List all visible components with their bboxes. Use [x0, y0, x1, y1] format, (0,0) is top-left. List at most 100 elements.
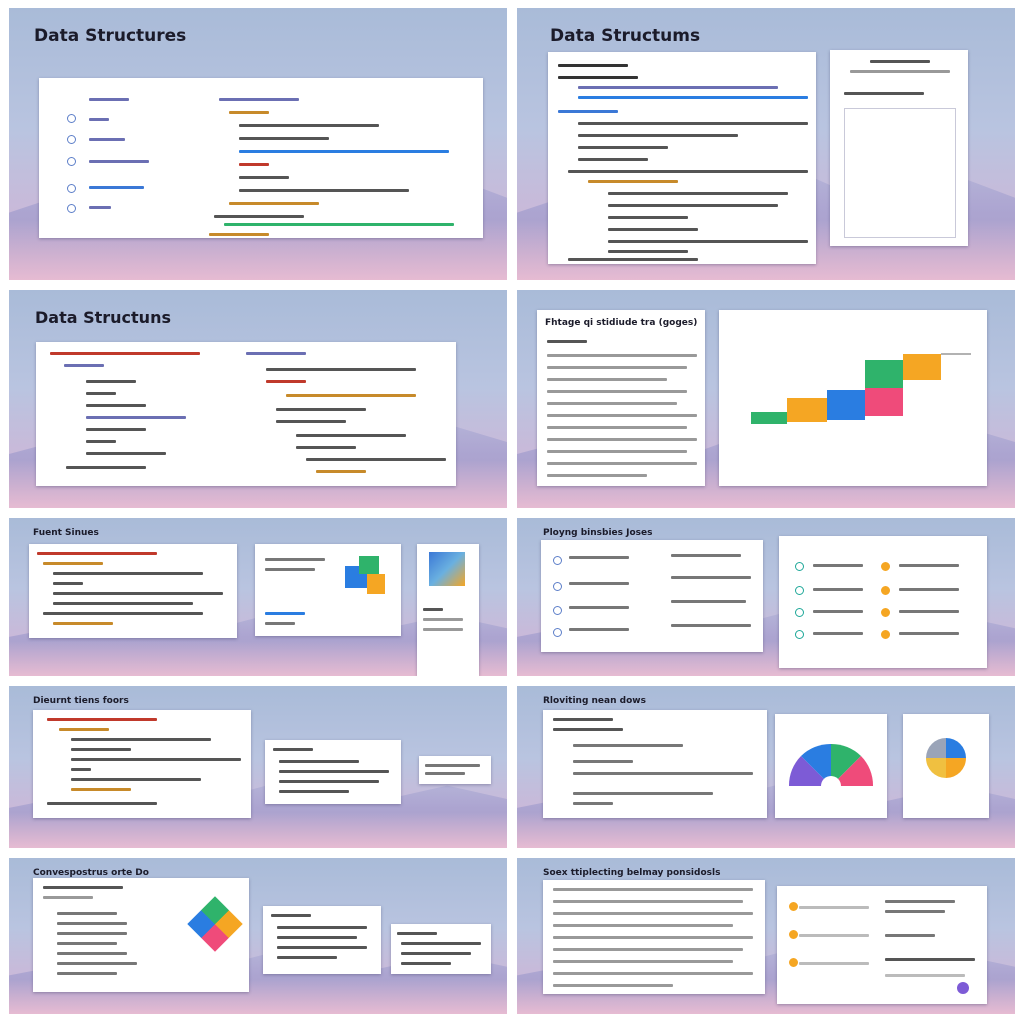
- text-line: [547, 340, 587, 343]
- code-line: [568, 170, 808, 173]
- slide-1[interactable]: Data Structures: [9, 8, 507, 280]
- circle-icon: [789, 902, 798, 911]
- list-panel: [33, 878, 249, 992]
- code-line: [397, 932, 437, 935]
- pie-chart: [926, 738, 966, 778]
- slide-8[interactable]: Rloviting nean dows: [517, 686, 1015, 848]
- slide-5[interactable]: Fuent Sinues: [9, 518, 507, 676]
- text-line: [899, 588, 959, 591]
- circle-icon: [553, 628, 562, 637]
- text-line: [553, 924, 733, 927]
- code-line: [71, 748, 131, 751]
- code-line: [276, 408, 366, 411]
- code-line: [608, 228, 698, 231]
- code-line: [239, 176, 289, 179]
- code-line: [71, 788, 131, 791]
- code-line: [279, 780, 379, 783]
- circle-icon: [881, 630, 890, 639]
- code-line: [286, 394, 416, 397]
- code-line: [266, 368, 416, 371]
- code-line: [588, 180, 678, 183]
- circle-icon: [553, 582, 562, 591]
- text-line: [547, 450, 687, 453]
- text-line: [265, 622, 295, 625]
- slide-title: Fuent Sinues: [33, 528, 99, 538]
- text-line: [553, 718, 613, 721]
- circle-icon: [67, 184, 76, 193]
- slide-2[interactable]: Data Structums: [517, 8, 1015, 280]
- chart-slice: [831, 756, 874, 786]
- code-line: [86, 440, 116, 443]
- text-line: [813, 564, 863, 567]
- chart-slice: [801, 743, 831, 786]
- text-line: [57, 962, 137, 965]
- heading-line: [850, 70, 950, 73]
- text-panel: Fhtage qi stidiude tra (goges): [537, 310, 705, 486]
- text-line: [553, 972, 753, 975]
- code-line: [608, 204, 778, 207]
- slide-9[interactable]: Convespostrus orte Do: [9, 858, 507, 1014]
- slide-6[interactable]: Ployng binsbies Joses: [517, 518, 1015, 676]
- text-line: [885, 900, 955, 903]
- text-line: [553, 888, 753, 891]
- kite-icon: [187, 896, 243, 952]
- slide-4[interactable]: Fhtage qi stidiude tra (goges): [517, 290, 1015, 508]
- code-line: [53, 572, 203, 575]
- code-line: [239, 150, 449, 153]
- code-panel: [548, 52, 816, 264]
- circle-icon: [553, 606, 562, 615]
- text-line: [671, 576, 751, 579]
- code-line: [89, 206, 111, 209]
- code-line: [209, 233, 269, 236]
- code-panel: [36, 342, 456, 486]
- code-line: [296, 434, 406, 437]
- text-line: [573, 744, 683, 747]
- code-line: [86, 380, 136, 383]
- slide-title: Data Structums: [550, 26, 701, 46]
- text-line: [573, 760, 633, 763]
- text-line: [423, 628, 463, 631]
- code-line: [558, 76, 638, 79]
- code-line: [229, 202, 319, 205]
- chart-bar: [787, 398, 827, 422]
- text-panel: [543, 880, 765, 994]
- text-line: [57, 952, 127, 955]
- heading-line: [844, 92, 924, 95]
- code-line: [89, 118, 109, 121]
- slide-7[interactable]: Dieurnt tiens foors: [9, 686, 507, 848]
- code-line: [71, 768, 91, 771]
- text-line: [265, 568, 315, 571]
- slide-10[interactable]: Soex ttiplecting belmay ponsidosls: [517, 858, 1015, 1014]
- heading-line: [870, 60, 930, 63]
- code-line: [43, 612, 203, 615]
- chart-bar: [865, 388, 903, 416]
- code-line: [53, 622, 113, 625]
- code-line: [271, 914, 311, 917]
- code-line: [306, 458, 446, 461]
- text-line: [547, 414, 697, 417]
- text-line: [43, 896, 93, 899]
- code-line: [578, 134, 738, 137]
- text-line: [569, 582, 629, 585]
- circle-icon: [67, 204, 76, 213]
- code-line: [608, 192, 788, 195]
- slider-track: [885, 958, 975, 961]
- circle-icon: [553, 556, 562, 565]
- step-chart: [751, 353, 971, 424]
- code-panel: [391, 924, 491, 974]
- code-line: [578, 122, 808, 125]
- code-line: [71, 758, 241, 761]
- code-line: [276, 420, 346, 423]
- text-line: [265, 558, 325, 561]
- code-line: [89, 98, 129, 101]
- slider-track: [799, 934, 869, 937]
- slide-3[interactable]: Data Structuns: [9, 290, 507, 508]
- chart-slice: [831, 743, 861, 786]
- code-line: [89, 186, 144, 189]
- code-line: [279, 760, 359, 763]
- code-line: [86, 404, 146, 407]
- list-panel: [543, 710, 767, 818]
- code-line: [86, 428, 146, 431]
- text-line: [425, 764, 480, 767]
- note-panel: [419, 756, 491, 784]
